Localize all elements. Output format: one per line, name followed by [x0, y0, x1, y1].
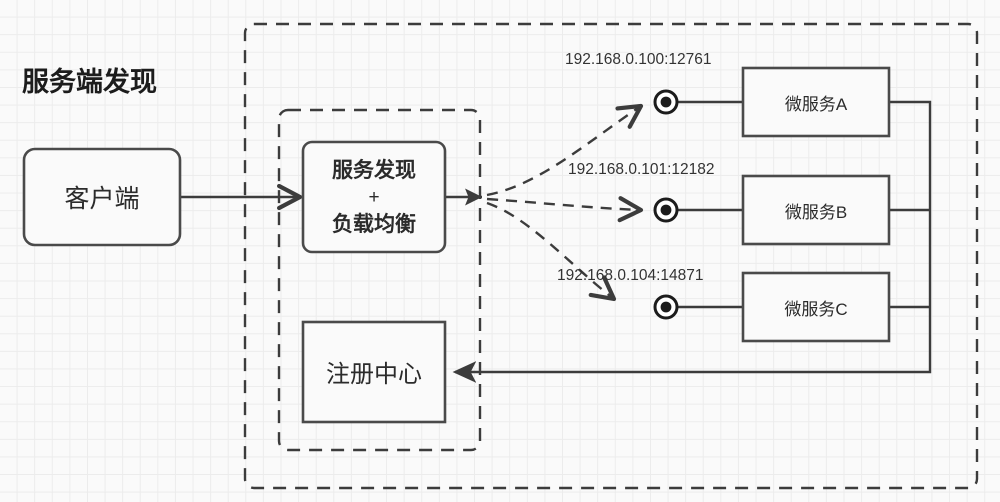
- edge-discovery-fan-arrowhead: [443, 188, 483, 206]
- endpoint-marker-b: [653, 197, 679, 223]
- node-discovery[interactable]: 服务发现 + 负载均衡: [301, 140, 447, 254]
- edge-services-to-registry: [455, 100, 932, 372]
- node-service-a-label: 微服务A: [785, 95, 848, 114]
- node-client[interactable]: 客户端: [22, 147, 182, 247]
- server-side-group: [277, 108, 482, 452]
- edge-discovery-to-endpoint-b: [486, 196, 644, 223]
- endpoint-address-b: 192.168.0.101:12182: [568, 161, 715, 178]
- edge-discovery-to-endpoint-a: [486, 103, 644, 197]
- endpoint-address-a: 192.168.0.100:12761: [565, 51, 712, 68]
- edge-discovery-to-endpoint-c: [486, 201, 617, 302]
- node-registry[interactable]: 注册中心: [301, 320, 447, 424]
- node-discovery-line2: +: [368, 187, 379, 208]
- node-discovery-line1: 服务发现: [332, 158, 416, 182]
- node-service-c-label: 微服务C: [784, 300, 847, 319]
- node-service-a[interactable]: 微服务A: [741, 66, 891, 138]
- node-service-b[interactable]: 微服务B: [741, 174, 891, 246]
- node-discovery-line3: 负载均衡: [332, 212, 416, 236]
- node-registry-label: 注册中心: [326, 361, 422, 388]
- node-client-label: 客户端: [64, 185, 139, 213]
- endpoint-marker-a: [653, 89, 679, 115]
- endpoint-marker-c: [653, 294, 679, 320]
- outer-boundary: [243, 22, 979, 490]
- endpoint-address-c: 192.168.0.104:14871: [557, 267, 704, 284]
- diagram-title: 服务端发现: [22, 66, 157, 97]
- node-service-b-label: 微服务B: [785, 203, 847, 222]
- node-service-c[interactable]: 微服务C: [741, 271, 891, 343]
